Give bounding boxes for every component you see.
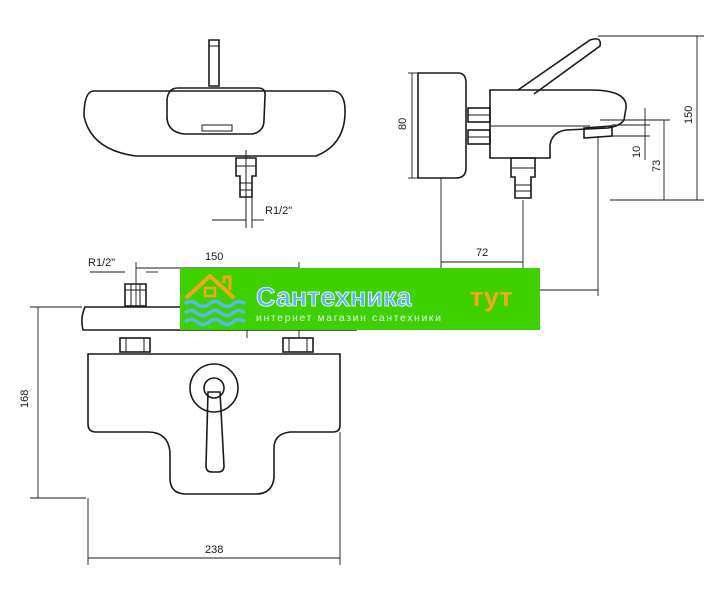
side-view-spout-offset-label: 10 (631, 146, 643, 158)
watermark-title: Сантехника (256, 282, 412, 312)
top-view: R1/2" (83, 39, 346, 228)
front-view-connection-label: R1/2" (88, 257, 115, 269)
side-view: 80 150 10 73 72 141 (397, 35, 704, 296)
front-view-knob-outer (189, 363, 239, 413)
side-view-lever (517, 38, 602, 95)
front-view-foot-right (282, 337, 314, 353)
front-view: 168 238 150 90 R1/2" (19, 251, 357, 565)
side-view-outlet-nipple (510, 157, 536, 199)
watermark-subtitle: интернет магазин сантехники (256, 312, 443, 324)
house-waves-icon (183, 274, 247, 327)
side-view-wall-flange (417, 72, 467, 179)
side-view-inlet-depth-label: 72 (476, 247, 488, 259)
side-view-body (489, 89, 627, 159)
side-view-spout-height-label: 73 (651, 160, 663, 172)
front-view-centers-label: 150 (205, 251, 223, 263)
side-view-total-height-label: 150 (683, 106, 695, 124)
front-view-foot-left (119, 337, 151, 353)
front-view-body (87, 353, 341, 495)
watermark: Сантехника тут интернет магазин сантехни… (180, 268, 540, 330)
front-view-inlet-nipple (124, 283, 147, 307)
top-view-lever-outline (166, 87, 266, 135)
front-view-knob-inner (203, 377, 225, 399)
side-view-body-height-label: 80 (397, 118, 409, 130)
top-view-body-outline (83, 90, 346, 157)
front-view-height-label: 168 (19, 390, 31, 408)
front-view-lever (205, 391, 225, 473)
watermark-title-accent: тут (470, 282, 512, 312)
top-view-handle (208, 39, 220, 87)
top-view-lever-slot (201, 124, 233, 132)
top-view-connection-label: R1/2" (265, 205, 292, 217)
front-view-width-label: 238 (205, 544, 223, 556)
